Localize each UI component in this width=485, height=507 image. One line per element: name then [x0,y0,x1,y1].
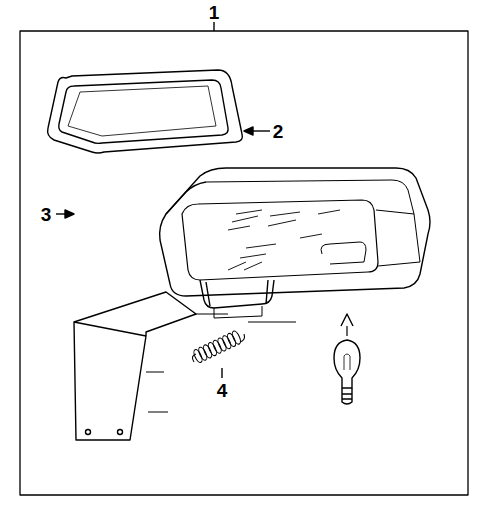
spring-coil [207,341,218,356]
spring-coil [216,337,227,352]
spring-coil [231,330,242,345]
callout-number: 2 [273,122,284,141]
spring-coil [221,335,232,350]
spring-coil [212,339,223,354]
spring-coil [202,344,213,359]
spring-coil [197,346,208,361]
spring-coil [226,332,237,347]
callout-number: 4 [217,381,228,400]
callout-number: 1 [209,3,220,22]
callout-number: 3 [41,205,52,224]
spring-coil [192,348,203,363]
